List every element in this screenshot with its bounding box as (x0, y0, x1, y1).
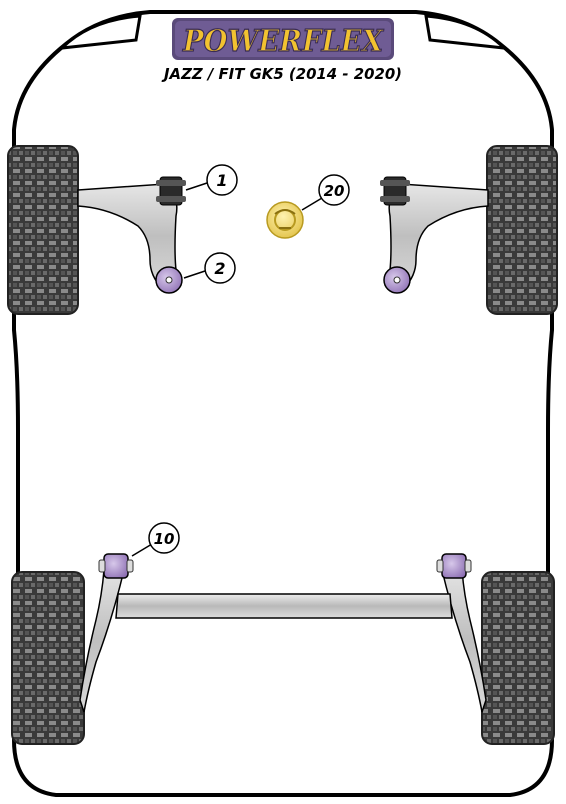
front-left-purple-bush (155, 266, 183, 294)
rear-torsion-beam (115, 593, 453, 619)
callout-1-label: 1 (216, 171, 227, 190)
front-right-purple-bush (383, 266, 411, 294)
front-left-tyre (7, 145, 79, 315)
front-left-black-bush (156, 176, 186, 206)
callout-10[interactable]: 10 (131, 522, 180, 557)
powerflex-logo: POWERFLEX (172, 18, 394, 60)
car-body-outline (11, 10, 555, 797)
rear-left-purple-bush (98, 553, 134, 579)
logo-text: POWERFLEX (182, 24, 384, 59)
callout-10-label: 10 (154, 530, 175, 548)
rear-right-tyre (481, 571, 555, 745)
callout-2[interactable]: 2 (183, 252, 236, 284)
engine-mount-insert (266, 201, 304, 239)
left-headlight-shape (57, 14, 142, 50)
rear-right-purple-bush (436, 553, 472, 579)
front-right-black-bush (380, 176, 410, 206)
callout-1[interactable]: 1 (185, 164, 238, 196)
vehicle-subtitle: JAZZ / FIT GK5 (2014 - 2020) (161, 65, 402, 83)
callout-20-label: 20 (324, 182, 345, 200)
callout-2-label: 2 (214, 259, 225, 278)
front-right-tyre (486, 145, 558, 315)
right-headlight-shape (424, 14, 509, 50)
callout-20[interactable]: 20 (301, 174, 350, 211)
rear-left-tyre (11, 571, 85, 745)
